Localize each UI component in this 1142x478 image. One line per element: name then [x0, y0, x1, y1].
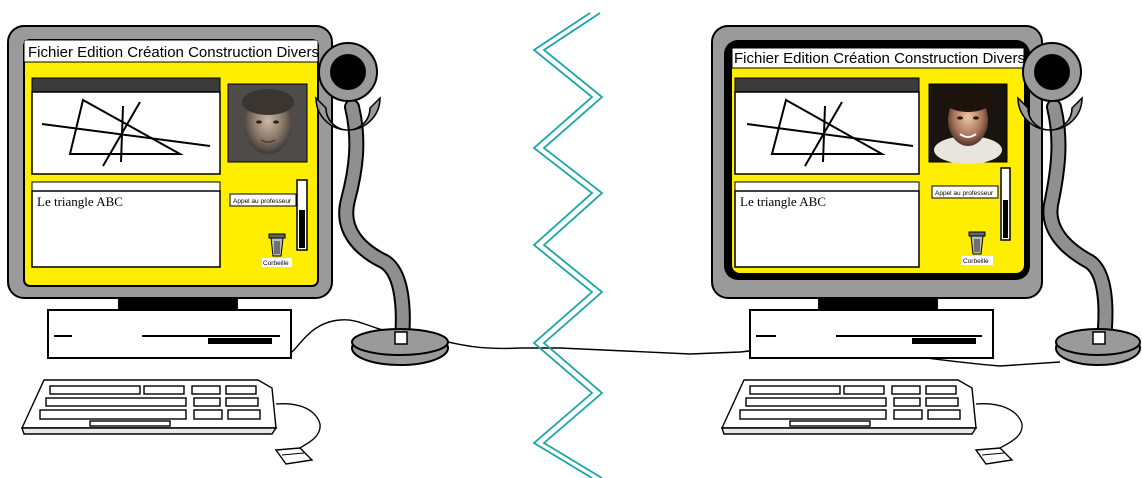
webcam-icon	[316, 43, 448, 365]
right-call-teacher-label[interactable]: Appel au professeur	[935, 190, 994, 197]
keyboard-icon	[22, 380, 276, 434]
right-trash-label[interactable]: Corbeille	[963, 258, 989, 265]
left-call-teacher-label[interactable]: Appel au professeur	[233, 198, 292, 205]
left-cpu-case	[48, 310, 291, 358]
right-menu-bar-text[interactable]: Fichier Edition Création Construction Di…	[734, 50, 1025, 67]
left-monitor-neck	[118, 298, 238, 310]
right-figure-window[interactable]	[735, 92, 919, 174]
right-figure-titlebar	[735, 78, 919, 92]
right-document-text: Le triangle ABC	[740, 194, 826, 209]
right-text-titlebar	[735, 182, 919, 191]
left-video-feed	[228, 84, 307, 162]
right-workstation: Fichier Edition Création Construction Di…	[712, 26, 1140, 464]
right-video-feed	[929, 84, 1007, 164]
left-text-titlebar	[32, 182, 220, 191]
network-link-zigzag	[534, 13, 602, 478]
mouse-icon	[276, 448, 312, 464]
left-menu-bar-text[interactable]: Fichier Edition Création Construction Di…	[28, 44, 319, 61]
left-figure-titlebar	[32, 78, 220, 92]
left-document-text: Le triangle ABC	[37, 194, 123, 209]
left-figure-window[interactable]	[32, 92, 220, 174]
right-keyboard	[722, 380, 976, 434]
left-trash-label[interactable]: Corbeille	[263, 260, 289, 267]
right-monitor-neck	[818, 298, 938, 310]
right-mouse	[976, 448, 1012, 464]
right-cpu-case	[750, 310, 993, 358]
left-workstation: Fichier Edition Création Construction Di…	[8, 26, 448, 464]
